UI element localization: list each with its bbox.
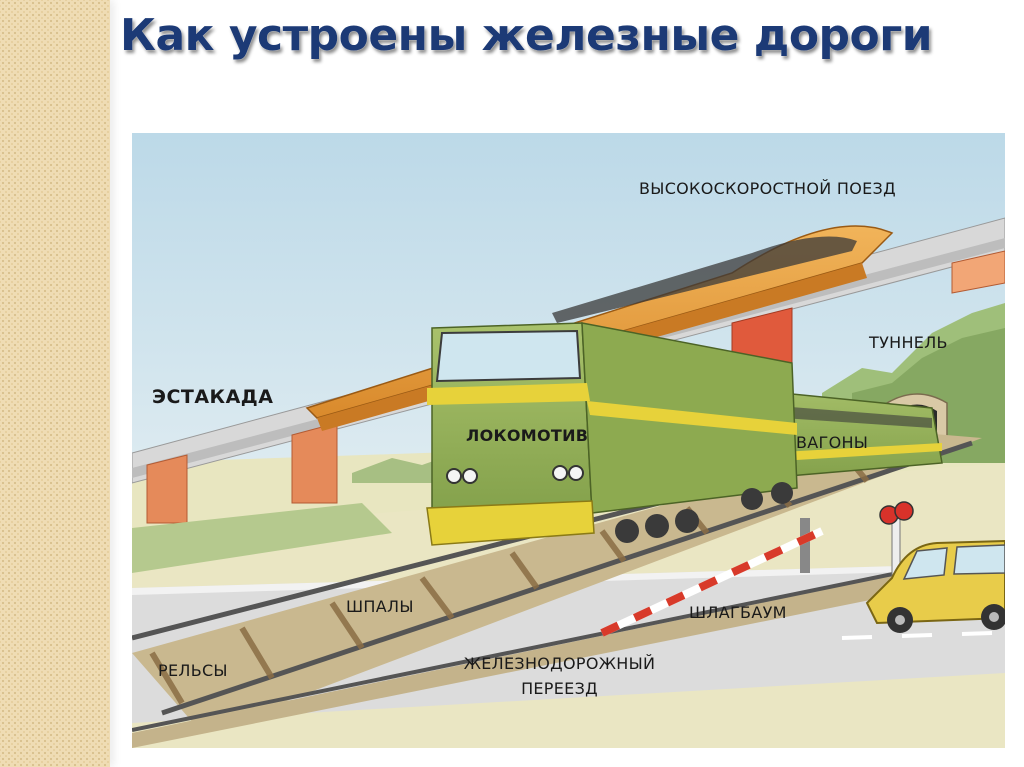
label-locomotive: ЛОКОМОТИВ (466, 426, 589, 445)
slide-title: Как устроены железные дороги (120, 10, 933, 61)
label-high-speed-train: ВЫСОКОСКОРОСТНОЙ ПОЕЗД (639, 179, 896, 198)
label-tunnel: ТУННЕЛЬ (869, 333, 948, 352)
railway-illustration: ВЫСОКОСКОРОСТНОЙ ПОЕЗД ТУННЕЛЬ ЭСТАКАДА … (132, 133, 1005, 748)
label-overpass: ЭСТАКАДА (152, 386, 274, 408)
locomotive (426, 322, 798, 546)
decorative-side-strip (0, 0, 110, 767)
label-railway-crossing: ЖЕЛЕЗНОДОРОЖНЫЙ ПЕРЕЕЗД (432, 651, 687, 701)
car (865, 539, 1005, 633)
label-barrier: ШЛАГБАУМ (689, 603, 787, 622)
label-rails: РЕЛЬСЫ (158, 661, 228, 680)
label-railway-crossing-line1: ЖЕЛЕЗНОДОРОЖНЫЙ (463, 654, 656, 673)
label-sleepers: ШПАЛЫ (346, 597, 414, 616)
crossing-barrier (600, 501, 914, 637)
label-railway-crossing-line2: ПЕРЕЕЗД (521, 679, 598, 698)
road-markings (841, 631, 993, 640)
label-wagons: ВАГОНЫ (796, 433, 869, 452)
lower-track (132, 549, 1005, 748)
grass-patch (132, 503, 392, 573)
